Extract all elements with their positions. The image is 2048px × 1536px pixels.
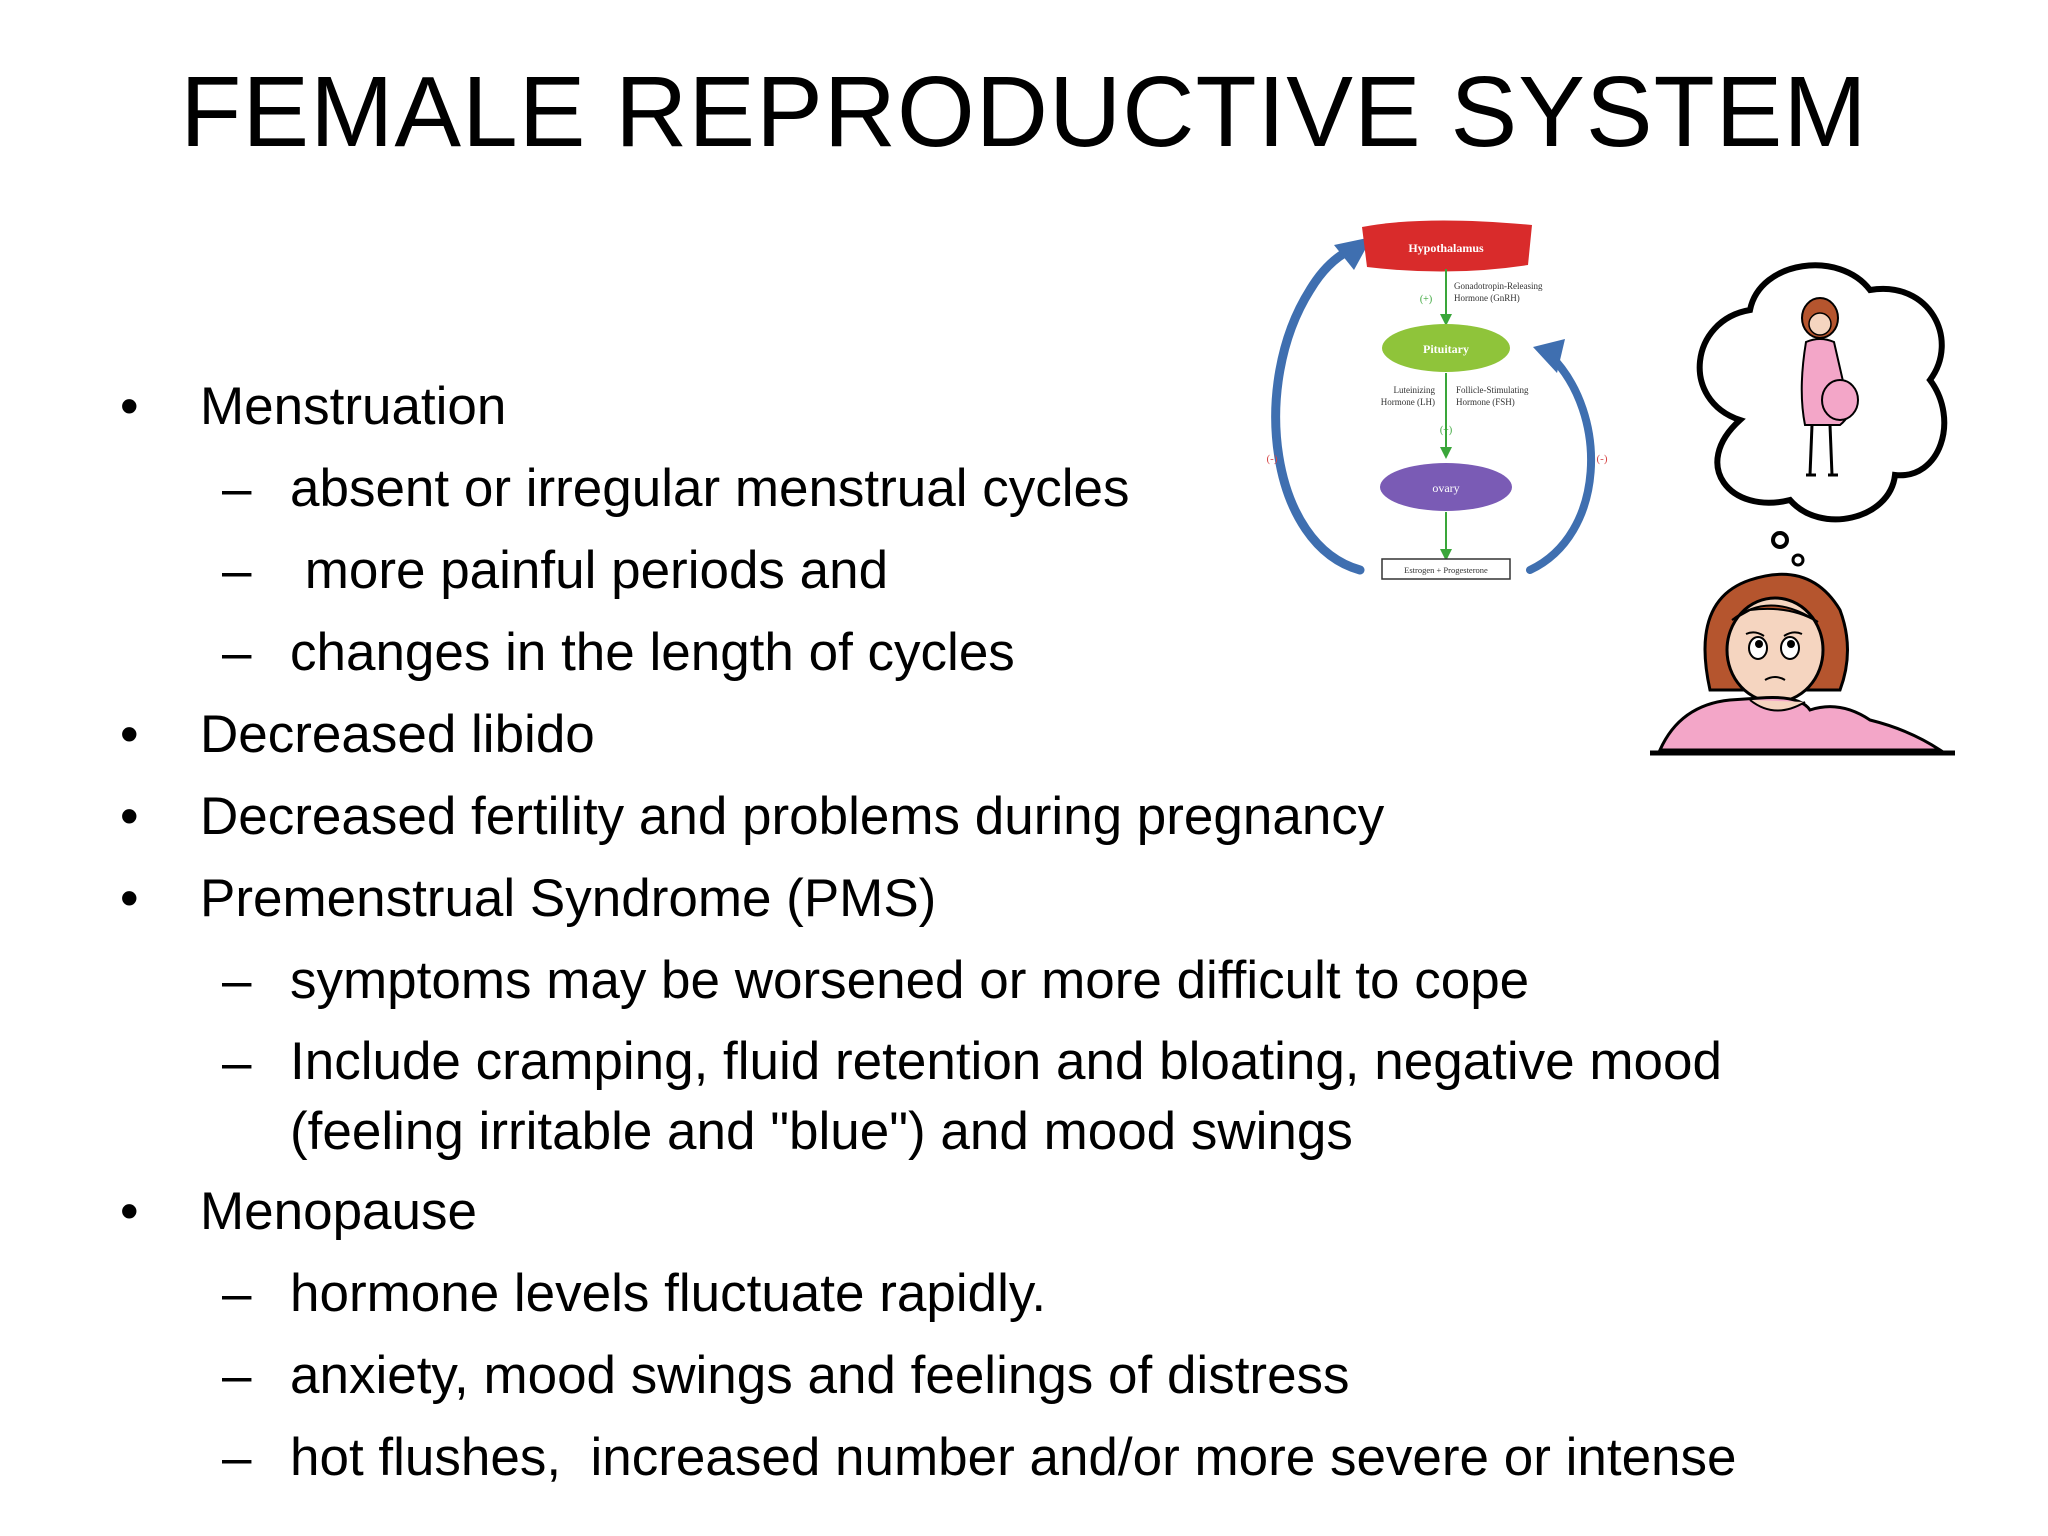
sub-bullet-marker: – (222, 1428, 252, 1487)
ovary-node (1380, 463, 1512, 511)
negative-sign: (-) (1267, 453, 1278, 465)
sub-bullet-text: symptoms may be worsened or more difficu… (290, 951, 1530, 1010)
hypothalamus-label: Hypothalamus (1408, 241, 1484, 255)
bullet-marker: • (120, 787, 139, 846)
bullet-text: Decreased fertility and problems during … (200, 787, 1385, 846)
sub-bullet-marker: – (222, 1033, 252, 1092)
bullet-marker: • (120, 705, 139, 764)
pituitary-label: Pituitary (1423, 342, 1469, 356)
thought-bubble (1771, 531, 1789, 549)
thought-bubble (1791, 553, 1805, 567)
positive-sign: (+) (1440, 425, 1452, 436)
bullet-text: Menopause (200, 1182, 477, 1241)
sub-bullet-marker: – (222, 951, 252, 1010)
sub-bullet-text: hormone levels fluctuate rapidly. (290, 1264, 1047, 1323)
pregnant-woman-icon (1800, 297, 1859, 477)
estrogen-progesterone-box (1381, 558, 1511, 580)
slide-title: FEMALE REPRODUCTIVE SYSTEM (180, 56, 1868, 168)
sub-bullet-marker: – (222, 541, 252, 600)
bullet-marker: • (120, 1182, 139, 1241)
negative-sign: (-) (1597, 453, 1608, 465)
worried-woman-icon (1650, 572, 1955, 756)
bullet-marker: • (120, 869, 139, 928)
pituitary-node (1382, 324, 1510, 372)
bullet-text: Menstruation (200, 377, 507, 436)
sub-bullet-marker: – (222, 1264, 252, 1323)
sub-bullet-text: hot flushes, increased number and/or mor… (290, 1428, 1737, 1487)
sub-bullet-text: anxiety, mood swings and feelings of dis… (290, 1346, 1350, 1405)
sub-bullet-text: Include cramping, fluid retention and bl… (290, 1032, 1722, 1161)
fsh-label: Follicle-Stimulating (1456, 385, 1529, 395)
fsh-label: Hormone (FSH) (1456, 397, 1515, 407)
lh-label: Hormone (LH) (1381, 397, 1435, 407)
sub-bullet-text: more painful periods and (290, 541, 889, 600)
thinking-woman-illustration (1650, 262, 1955, 756)
ovary-label: ovary (1432, 481, 1459, 495)
feedback-arrow-left (1271, 245, 1365, 575)
feedback-arrowhead-right (1533, 339, 1565, 373)
sub-bullet-marker: – (222, 623, 252, 682)
positive-sign: (+) (1420, 294, 1432, 305)
feedback-arrowhead-left (1334, 237, 1372, 270)
bullet-text: Decreased libido (200, 705, 595, 764)
sub-bullet-text: changes in the length of cycles (290, 623, 1015, 682)
gnrh-label: Hormone (GnRH) (1454, 293, 1520, 303)
hypothalamus-node (1362, 220, 1532, 272)
gnrh-label: Gonadotropin-Releasing (1454, 281, 1543, 291)
lh-label: Luteinizing (1394, 385, 1436, 395)
bullet-marker: • (120, 377, 139, 436)
estrogen-progesterone-label: Estrogen + Progesterone (1404, 565, 1488, 575)
feedback-arrow-right (1526, 351, 1596, 574)
hormone-feedback-diagram: Hypothalamus (+) Gonadotropin-Releasing … (1267, 220, 1608, 580)
bullet-text: Premenstrual Syndrome (PMS) (200, 869, 937, 928)
sub-bullet-marker: – (222, 459, 252, 518)
sub-bullet-marker: – (222, 1346, 252, 1405)
sub-bullet-text: absent or irregular menstrual cycles (290, 459, 1130, 518)
